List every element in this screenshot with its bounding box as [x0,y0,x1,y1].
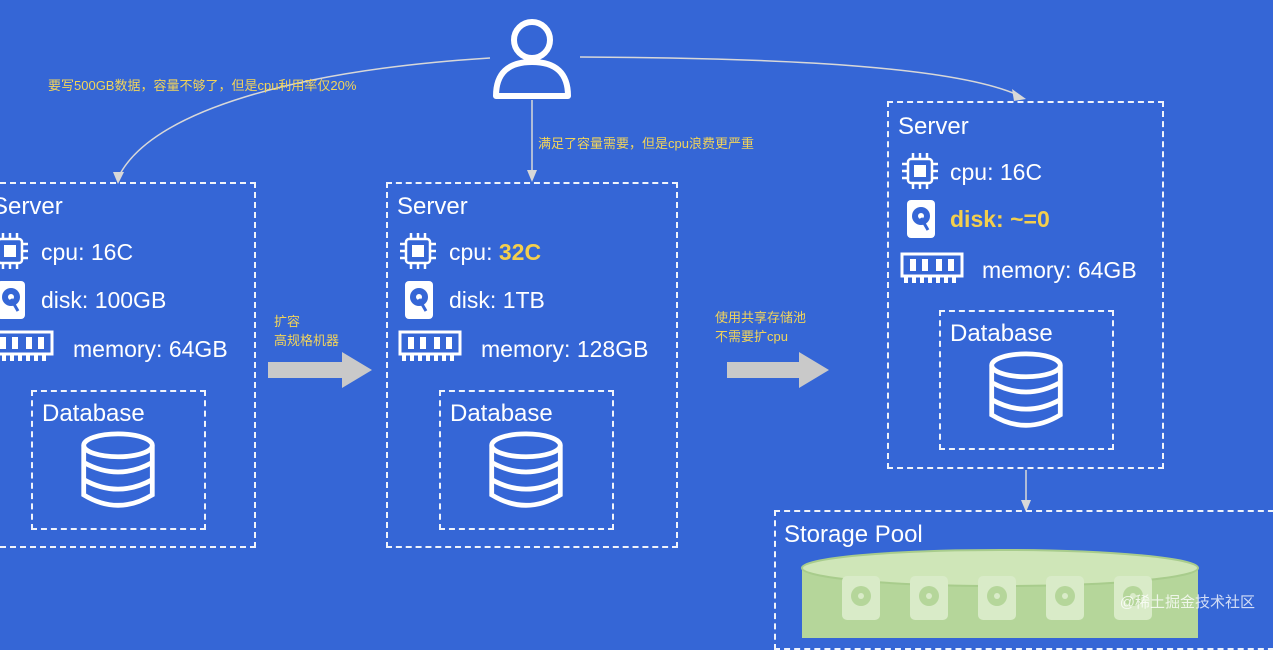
memory-stick-icon [0,330,54,363]
note-scale-up-line1: 扩容 [274,314,301,329]
database-title: Database [950,320,1053,347]
hard-disk-icon [905,198,937,240]
memory-spec: memory: 128GB [481,336,649,362]
database-icon [78,432,158,512]
cpu-spec: cpu: 32C [449,239,541,266]
note-shared-line2: 不需要扩cpu [715,329,788,344]
server-box-2 [386,182,678,548]
disk-value: ~=0 [1010,206,1050,232]
pool-hard-disk-icon [1114,576,1152,620]
connector-right [579,56,1021,97]
database-icon [486,432,566,512]
server-title: Server [0,193,63,220]
memory-spec: memory: 64GB [982,257,1137,283]
pool-hard-disk-icon [1046,576,1084,620]
database-title: Database [450,400,553,427]
server-title: Server [397,193,468,220]
server-title: Server [898,113,969,140]
database-title: Database [42,400,145,427]
pool-hard-disk-icon [978,576,1016,620]
database-box [439,390,614,530]
watermark: @稀土掘金技术社区 [1119,594,1255,611]
memory-spec: memory: 64GB [73,336,228,362]
note-scale-up: 扩容 高规格机器 [274,312,339,350]
cpu-value: 16C [90,239,134,265]
cpu-chip-icon [398,231,438,271]
disk-label: disk: [449,287,503,313]
hard-disk-icon [0,279,27,321]
cpu-label: cpu: [41,239,91,265]
storage-pool-cylinder [801,549,1199,638]
disk-value: 1TB [502,287,545,313]
cpu-label: cpu: [449,239,499,265]
cpu-chip-icon [900,151,940,191]
connector-left [117,57,491,179]
disk-label: disk: [41,287,95,313]
memory-stick-icon [398,330,462,363]
disk-spec: disk: ~=0 [950,206,1050,233]
arrow-right-icon [727,352,829,388]
connector-lines [113,56,1031,512]
note-shared: 使用共享存储池 不需要扩cpu [715,308,806,346]
cpu-spec: cpu: 16C [41,239,133,266]
disk-spec: disk: 100GB [41,287,166,314]
server-box-1 [0,182,256,548]
disk-value: 100GB [94,287,167,313]
server-box-3 [887,101,1164,469]
disk-spec: disk: 1TB [449,287,545,314]
storage-pool-title: Storage Pool [784,521,923,548]
note-scale-up-line2: 高规格机器 [274,333,340,348]
hard-disk-icon [403,279,435,321]
cpu-label: cpu: [950,159,1000,185]
database-icon [986,352,1066,432]
pool-hard-disk-icon [842,576,880,620]
pool-hard-disk-icon [910,576,948,620]
database-box [939,310,1114,450]
note-shared-line1: 使用共享存储池 [715,310,807,325]
memory-stick-icon [900,252,964,285]
cpu-value: 32C [498,239,542,265]
note-middle: 满足了容量需要，但是cpu浪费更严重 [538,136,754,151]
database-box [31,390,206,530]
cpu-chip-icon [0,231,30,271]
cpu-spec: cpu: 16C [950,159,1042,186]
note-left: 要写500GB数据，容量不够了，但是cpu利用率仅20% [48,78,357,93]
cpu-value: 16C [999,159,1043,185]
arrow-right-icon [268,352,372,388]
disk-label: disk: [950,206,1011,232]
user-icon [493,19,571,99]
